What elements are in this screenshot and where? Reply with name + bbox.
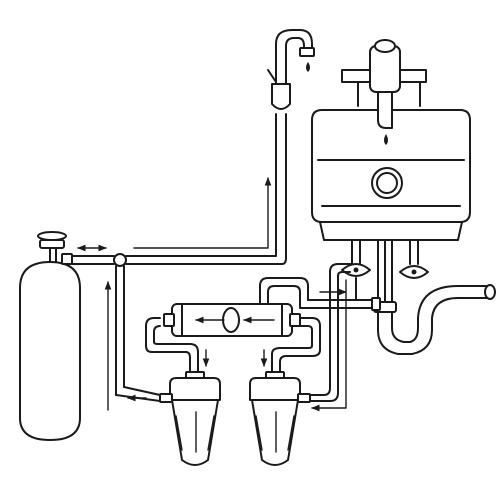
water-drop-main — [384, 134, 388, 145]
tank-valve — [39, 239, 65, 249]
tank-supply-line — [71, 253, 287, 396]
faucet-handle — [374, 39, 396, 53]
flow-arrow-return — [311, 279, 347, 412]
flow-arrow-up-to-ro-faucet — [133, 177, 272, 249]
ro-gooseneck-faucet — [267, 29, 315, 256]
membrane-housing — [145, 277, 381, 381]
main-faucet — [341, 39, 427, 145]
drain-p-trap — [373, 239, 496, 355]
flow-arrows — [77, 177, 347, 412]
post-filter-canister — [249, 263, 353, 466]
shutoff-valve-left — [341, 239, 371, 301]
shutoff-valve-right — [399, 239, 429, 279]
membrane-band — [222, 307, 240, 333]
ro-faucet-base — [271, 83, 291, 110]
tank-valve-knob — [37, 231, 67, 241]
faucet-spout — [377, 91, 393, 129]
pre-filter-canister — [115, 371, 221, 466]
drain-pipe-end — [484, 284, 496, 300]
tee-junction — [113, 253, 127, 267]
pressure-tank — [19, 231, 81, 441]
sink-basin — [311, 109, 471, 241]
water-drop-ro — [306, 62, 310, 72]
